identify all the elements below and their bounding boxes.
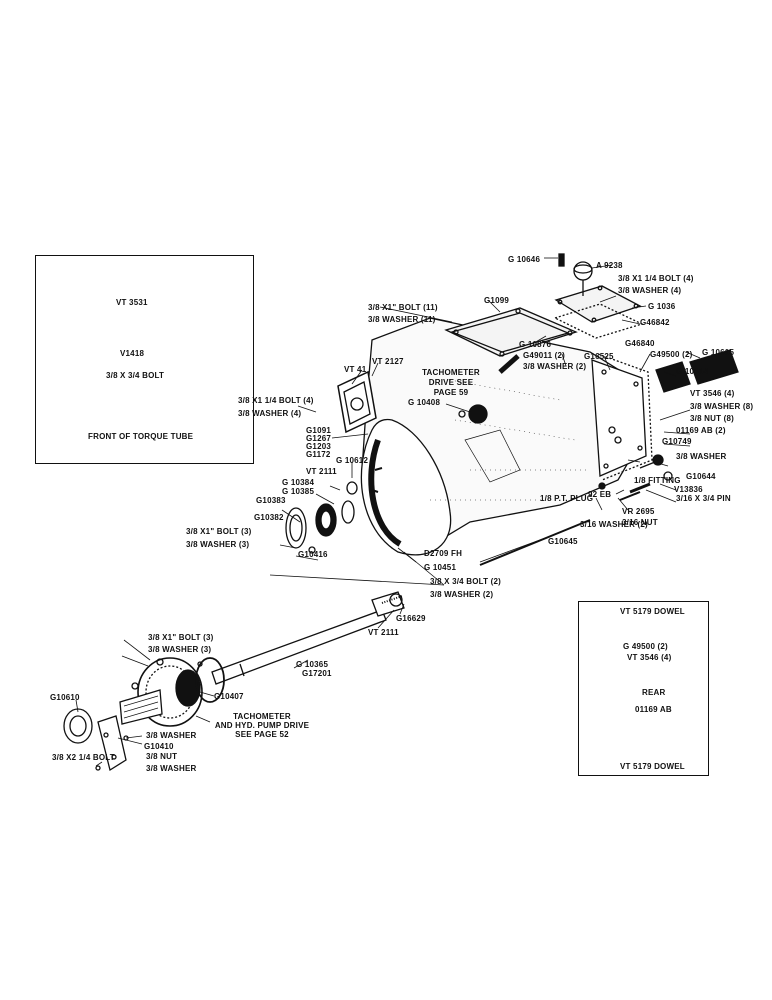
label-g1036: G 1036 [648,302,676,311]
transmission-case [337,253,653,556]
inset-front-part-mid: V1418 [120,349,145,358]
label-g1203: G1203 [306,442,332,451]
label-g16525: G16525 [584,352,614,361]
label-nut8: 3/8 NUT (8) [690,414,734,423]
label-washer-s: 3/8 WASHER [146,731,197,740]
label-washer2b: 3/16 WASHER (2) [580,520,648,529]
label-tach-hyd-1: TACHOMETER [233,712,291,721]
label-g10876: G 10876 [519,340,552,349]
inset-rear-vt3546: VT 3546 (4) [627,653,672,662]
inset-front-of-torque-tube [35,255,254,464]
label-o1169r: 01169 AB (2) [676,426,726,435]
label-g16629: G16629 [396,614,426,623]
label-vt2111a: VT 2111 [306,467,337,476]
label-bolt-x2: 3/8 X2 1/4 BOLT [52,753,115,762]
label-tach-1: TACHOMETER [422,368,480,377]
label-bolt3a: 3/8 X1" BOLT (3) [186,527,252,536]
inset-rear-o1169: 01169 AB [635,705,672,714]
label-g1099: G1099 [484,296,510,305]
label-vt2111b: VT 2111 [368,628,399,637]
leader-lines [75,257,701,767]
inset-rear-dowel-top: VT 5179 DOWEL [620,607,685,616]
pump-drive [63,657,225,772]
label-g49500: G49500 (2) [650,350,693,359]
label-bolt11: 3/8 X1" BOLT (11) [368,303,438,312]
label-ptplug: 1/8 P.T. PLUG [540,494,594,503]
label-g10644: G10644 [686,472,716,481]
inset-front-bolt-frac: 3/8 [106,371,118,380]
label-g46842: G46842 [640,318,670,327]
label-washer3b: 3/8 WASHER (3) [148,645,212,654]
label-vt3546r: VT 3546 (4) [690,389,735,398]
label-g10382: G10382 [254,513,284,522]
label-washer4-top: 3/8 WASHER (4) [618,286,682,295]
label-tach-3: PAGE 59 [433,388,469,397]
inset-front-bolt-text: X 3/4 BOLT [120,371,165,380]
main-shaft [211,591,405,685]
label-g1267: G1267 [306,434,332,443]
label-bolt4-top: 3/8 X1 1/4 BOLT (4) [618,274,694,283]
label-bolt4b: 3/8 X1 1/4 BOLT (4) [238,396,314,405]
label-fitting: 1/8 FITTING [634,476,681,485]
inset-rear-rear: REAR [642,688,666,697]
label-g46840: G46840 [625,339,655,348]
label-washer2c: 3/8 WASHER (2) [430,590,494,599]
label-pin: 3/16 X 3/4 PIN [676,494,731,503]
label-g1091: G1091 [306,426,332,435]
label-g10646: G 10646 [508,255,541,264]
label-vr2695: VR 2695 [622,507,655,516]
label-g10383: G10383 [256,496,286,505]
label-g10416: G10416 [298,550,328,559]
label-nut16: 3/16 NUT [622,518,658,527]
inset-rear [578,601,709,776]
label-d2709: D2709 FH [424,549,463,558]
label-g10384: G 10384 [282,478,315,487]
front-bearing [285,481,358,554]
label-g10614: G 10614 [676,367,709,376]
label-g10749: G10749 [662,437,692,446]
label-g10615: G 10615 [702,348,735,357]
label-bolt2: 3/8 X 3/4 BOLT (2) [430,577,502,586]
inset-rear-dowel-bottom: VT 5179 DOWEL [620,762,685,771]
label-washer4b: 3/8 WASHER (4) [238,409,302,418]
label-bolt3b: 3/8 X1" BOLT (3) [148,633,214,642]
label-g10365: G 10365 [296,660,329,669]
inset-front-part-top: VT 3531 [116,298,148,307]
label-tach-2: DRIVE SEE [428,378,474,387]
label-g10408: G 10408 [408,398,441,407]
label-washer2a: 3/8 WASHER (2) [523,362,587,371]
label-g10451: G 10451 [424,563,457,572]
label-nut-s: 3/8 NUT [146,752,178,761]
label-g10610: G10610 [50,693,80,702]
label-g10612: G 10612 [336,456,369,465]
label-washer-b: 3/8 WASHER [146,764,197,773]
label-washer3a: 3/8 WASHER (3) [186,540,250,549]
label-g10645: G10645 [548,537,578,546]
rear-shafts [479,349,739,566]
label-washer-r: 3/8 WASHER [676,452,727,461]
label-g49011: G49011 (2) [523,351,566,360]
label-g10385: G 10385 [282,487,315,496]
label-g10410: G10410 [144,742,174,751]
label-g1172: G1172 [306,450,331,459]
label-vt2127: VT 2127 [372,357,404,366]
label-v13836: V13836 [674,485,703,494]
label-tach-hyd-2: AND HYD. PUMP DRIVE [214,721,310,730]
label-vt41: VT 41 [344,365,367,374]
label-eb92: 92 EB [588,490,612,499]
label-washer11: 3/8 WASHER (11) [368,315,436,324]
label-g17201: G17201 [302,669,332,678]
inset-front-caption: FRONT OF TORQUE TUBE [88,432,194,441]
label-washer8: 3/8 WASHER (8) [690,402,754,411]
inset-rear-g49500: G 49500 (2) [623,642,668,651]
label-g10407: G10407 [214,692,244,701]
label-tach-hyd-3: SEE PAGE 52 [235,730,289,739]
label-a9238: A 9238 [596,261,623,270]
